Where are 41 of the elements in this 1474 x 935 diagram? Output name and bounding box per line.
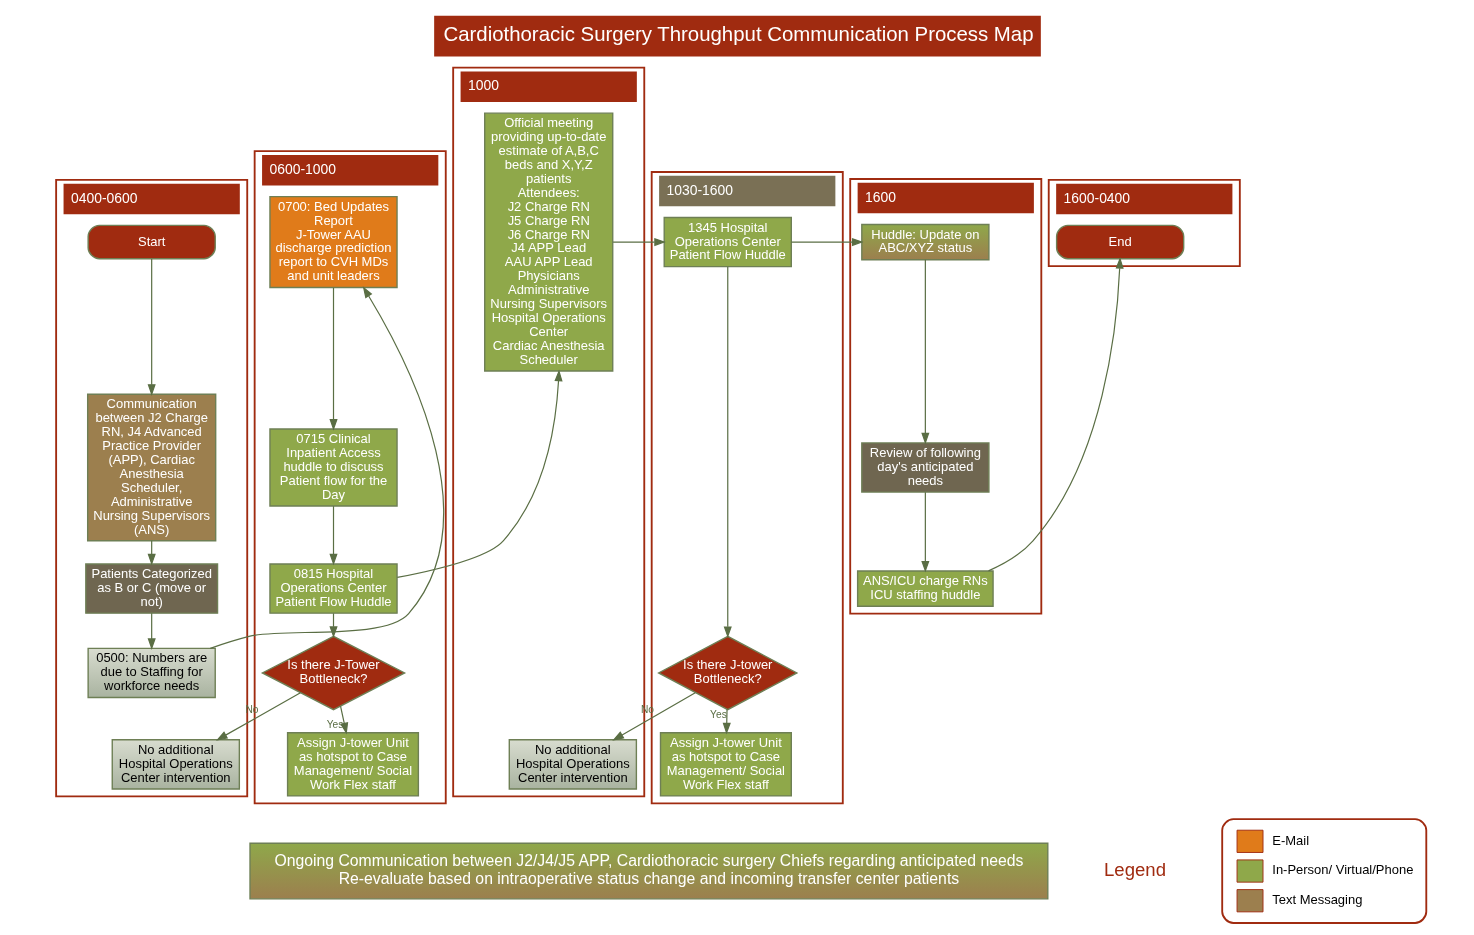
- arrow: [611, 692, 696, 741]
- node-box: Assign J-tower Unit as hotspot to Case Management/ Social Work Flex staff: [659, 732, 792, 797]
- arrow: [611, 237, 666, 247]
- arrow: [328, 505, 338, 566]
- node-box: 0715 Clinical Inpatient Access huddle to discuss Patient flow for the Day: [268, 428, 398, 507]
- arrow: [790, 237, 864, 247]
- arrow: [920, 259, 929, 445]
- label: Legend: [1103, 858, 1166, 880]
- node-box: 0500: Numbers are due to Staffing for workforce needs: [86, 647, 216, 699]
- node-diamond: Is there J-Tower Bottleneck?: [260, 635, 406, 711]
- arrow: [147, 258, 156, 396]
- node-box: No additional Hospital Operations Center intervention: [508, 739, 637, 790]
- arrow: [215, 692, 301, 741]
- node-box: 0700: Bed Updates Report J-Tower AAU discharge prediction report to CVH MDs and unit leaders: [268, 195, 398, 289]
- arrow: [328, 287, 338, 431]
- diagram-title: Cardiothoracic Surgery Throughput Communication Process Map: [442, 23, 1034, 46]
- arrow: [339, 705, 348, 735]
- arrow: [209, 286, 444, 649]
- arrow: [722, 708, 731, 735]
- node-box: Huddle: Update on ABC/XYZ status: [860, 223, 990, 261]
- arrow: [396, 369, 563, 579]
- node-diamond: Is there J-tower Bottleneck?: [656, 635, 798, 711]
- node-box: Communication between J2 Charge RN, J4 Advanced Practice Provider (APP), Cardiac Anesthesia Scheduler, Administrative Nursing Supervisors (ANS): [86, 393, 216, 542]
- node-box: 0815 Hospital Operations Center Patient Flow Huddle: [268, 563, 398, 614]
- node-box: Start: [86, 224, 216, 260]
- node-box: Patients Categorized as B or C (move or not): [84, 563, 218, 614]
- node-box: Ongoing Communication between J2/J4/J5 APP, Cardiothoracic surgery Chiefs regarding anticipated needs Re-evaluate based on intraoperative status change and incoming transfer center patients: [248, 842, 1048, 900]
- node-box: ANS/ICU charge RNs ICU staffing huddle: [856, 570, 994, 607]
- node-box: Assign J-tower Unit as hotspot to Case Management/ Social Work Flex staff: [286, 732, 419, 797]
- legend-label: E-Mail: [1271, 832, 1309, 848]
- node-box: No additional Hospital Operations Center intervention: [111, 739, 240, 790]
- node-box: Official meeting providing up-to-date estimate of A,B,C beds and X,Y,Z patients Attendees: J2 Charge RN J5 Charge RN J6 Charge RN J4 APP Lead AAU APP Lead Physicians Administrative Nursing Supervisors Hospital Operations Center Cardiac Anesthesia Scheduler: [483, 112, 613, 372]
- arrow: [987, 256, 1124, 572]
- legend-label: In-Person/ Virtual/Phone: [1271, 862, 1413, 878]
- legend-label: Text Messaging: [1271, 892, 1362, 908]
- arrow: [920, 491, 929, 573]
- arrow: [147, 612, 156, 651]
- arrow: [723, 266, 732, 639]
- node-box: End: [1055, 224, 1184, 260]
- node-box: Review of following day's anticipated needs: [860, 442, 990, 493]
- node-box: 1345 Hospital Operations Center Patient Flow Huddle: [663, 216, 792, 268]
